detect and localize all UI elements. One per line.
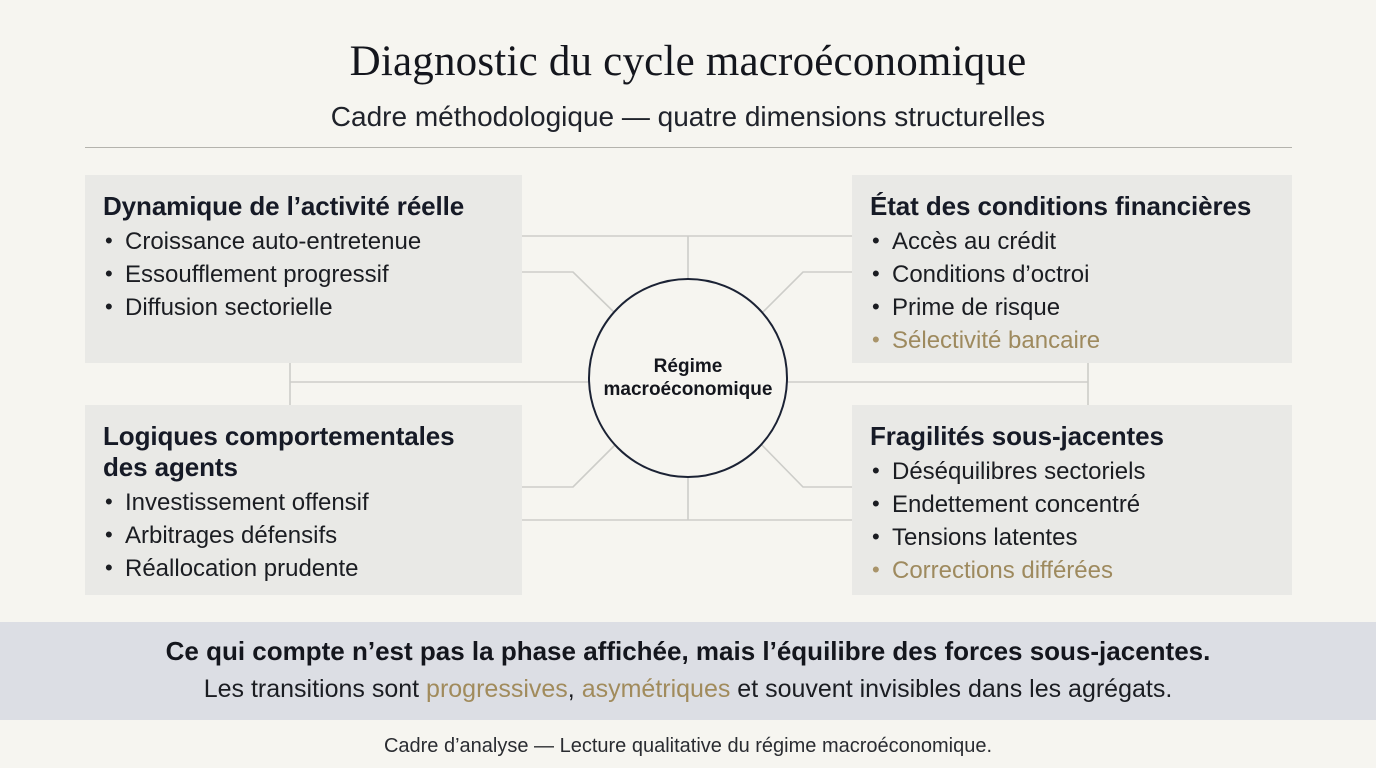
banner-subline-prefix: Les transitions sont	[203, 675, 427, 703]
list-item-accent: Sélectivité bancaire	[870, 323, 1274, 357]
banner-subline-suffix: et souvent invisibles dans les agrégats.	[730, 675, 1173, 703]
banner-headline: Ce qui compte n’est pas la phase affiché…	[165, 636, 1211, 666]
list-item: Accès au crédit	[870, 224, 1274, 258]
list-item: Endettement concentré	[870, 487, 1274, 521]
list-item: Arbitrages défensifs	[103, 518, 504, 552]
list-item: Essoufflement progressif	[103, 257, 504, 291]
list-item: Investissement offensif	[103, 485, 504, 519]
quadrant-title: Fragilités sous-jacentes	[870, 421, 1164, 451]
list-item: Prime de risque	[870, 290, 1274, 324]
list-item: Conditions d’octroi	[870, 257, 1274, 291]
page-title: Diagnostic du cycle macroéconomique	[349, 38, 1027, 85]
footer-caption: Cadre d’analyse — Lecture qualitative du…	[383, 735, 993, 757]
quadrant-item-list: Croissance auto-entretenue Essoufflement…	[103, 224, 504, 324]
quadrant-title: Logiques comportementales des agents	[103, 421, 455, 482]
quadrant-title: État des conditions financières	[870, 191, 1252, 221]
quadrant-box-bottom-left[interactable]: Logiques comportementales des agents Inv…	[85, 405, 522, 595]
banner-keyword-progressives: progressives	[426, 675, 568, 703]
list-item: Déséquilibres sectoriels	[870, 454, 1274, 488]
list-item: Diffusion sectorielle	[103, 290, 504, 324]
quadrant-box-top-left[interactable]: Dynamique de l’activité réelle Croissanc…	[85, 175, 522, 363]
hub-label-line2: macroéconomique	[603, 379, 773, 400]
summary-banner: Ce qui compte n’est pas la phase affiché…	[0, 622, 1376, 720]
center-hub-circle[interactable]: Régime macroéconomique	[588, 278, 788, 478]
header-divider	[85, 147, 1292, 148]
quadrant-title: Dynamique de l’activité réelle	[103, 191, 465, 221]
quadrant-item-list: Accès au crédit Conditions d’octroi Prim…	[870, 224, 1274, 357]
list-item: Réallocation prudente	[103, 551, 504, 585]
quadrant-box-bottom-right[interactable]: Fragilités sous-jacentes Déséquilibres s…	[852, 405, 1292, 595]
list-item: Tensions latentes	[870, 520, 1274, 554]
page-subtitle: Cadre méthodologique — quatre dimensions…	[330, 101, 1046, 132]
quadrant-item-list: Investissement offensif Arbitrages défen…	[103, 485, 504, 585]
quadrant-item-list: Déséquilibres sectoriels Endettement con…	[870, 454, 1274, 587]
banner-keyword-asymetriques: asymétriques	[581, 675, 731, 703]
list-item: Croissance auto-entretenue	[103, 224, 504, 258]
banner-subline: Les transitions sont progressives, asymé…	[0, 671, 1376, 707]
banner-subline-separator: ,	[567, 675, 582, 703]
list-item-accent: Corrections différées	[870, 553, 1274, 587]
quadrant-box-top-right[interactable]: État des conditions financières Accès au…	[852, 175, 1292, 363]
hub-label-line1: Régime	[653, 356, 723, 377]
